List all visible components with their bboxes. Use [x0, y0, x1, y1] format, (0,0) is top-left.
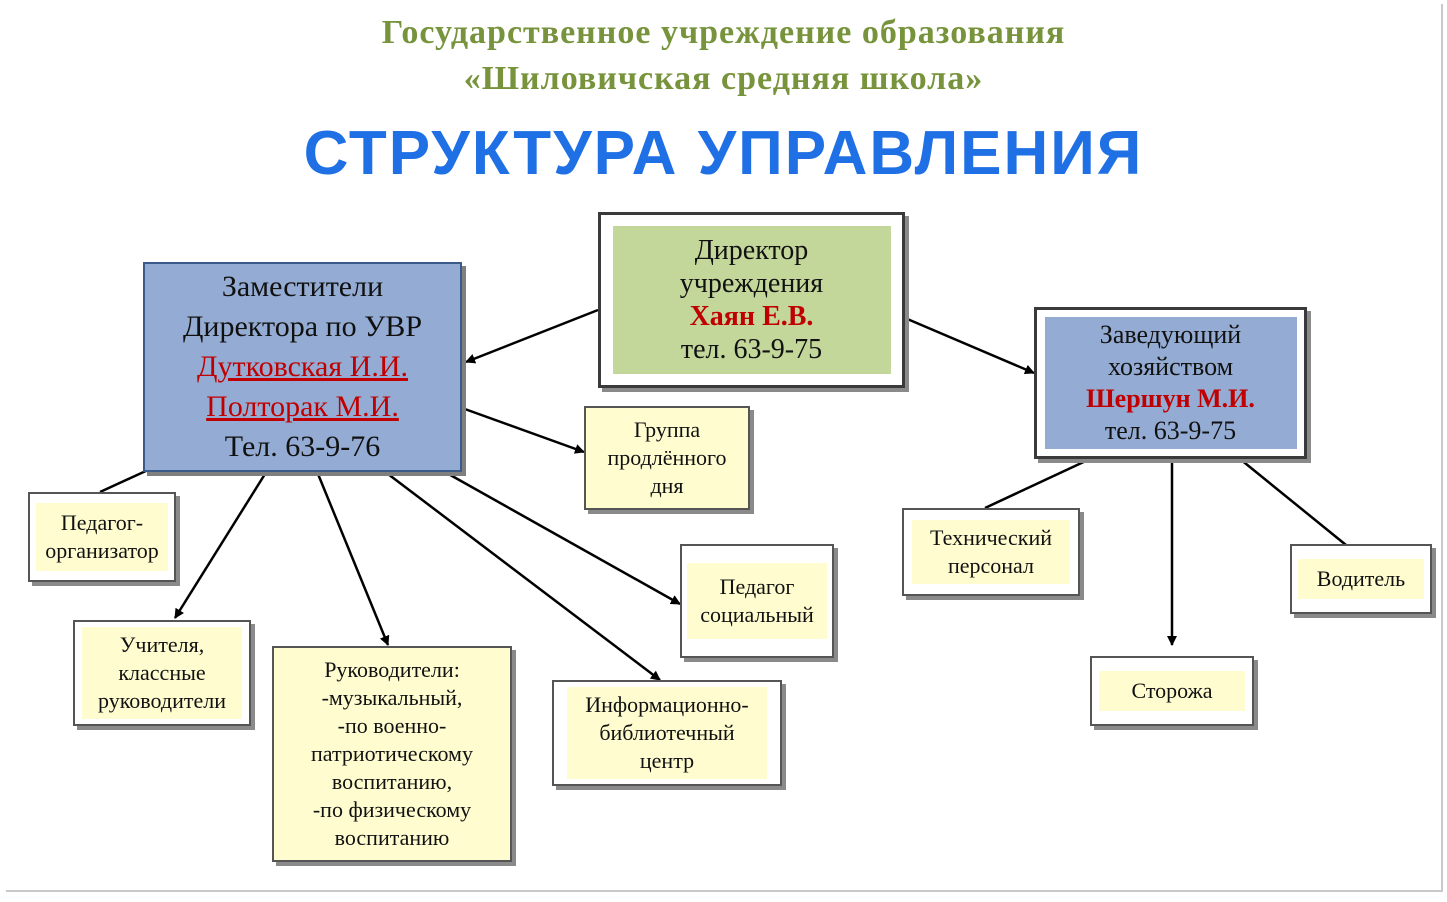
edge-household-driver	[1239, 458, 1347, 546]
director-title-line1: Директор	[694, 235, 809, 266]
library-line-1: Информационно-	[585, 692, 749, 717]
leaders-line-6: -по физическому	[312, 797, 472, 822]
institution-name-line1: Государственное учреждение образования	[381, 14, 1066, 51]
edge-deputies-teachers	[173, 473, 267, 619]
page-frame	[6, 4, 1443, 892]
deputies-title-line1: Заместители	[221, 270, 384, 303]
leaders-line-5: воспитанию,	[331, 769, 453, 794]
extended-day-line-2: продлённого	[607, 445, 727, 470]
social-line-2: социальный	[700, 602, 814, 627]
edge-deputies-library	[387, 473, 661, 681]
teachers-line-3: руководители	[98, 688, 226, 713]
edge-household-technical	[984, 457, 1091, 510]
organizer-line-1: Педагог-	[60, 510, 144, 535]
director-box: Директор учреждения Хаян Е.В. тел. 63-9-…	[598, 212, 905, 388]
watchmen-line-1: Сторожа	[1131, 678, 1213, 703]
household-head-phone: тел. 63-9-75	[1104, 416, 1237, 445]
deputies-phone: Тел. 63-9-76	[224, 430, 381, 463]
institution-name-line2: «Шиловичская средняя школа»	[463, 60, 984, 97]
extended-day-group-box: Группа продлённого дня	[584, 406, 750, 510]
extended-day-line-3: дня	[650, 473, 684, 498]
edge-deputies-organizer	[99, 468, 149, 494]
extended-day-line-1: Группа	[633, 417, 701, 442]
deputy-name-2[interactable]: Полторак М.И.	[206, 390, 399, 423]
household-title-line1: Заведующий	[1099, 320, 1242, 349]
leaders-line-1: Руководители:	[324, 657, 460, 682]
deputies-title-line2: Директора по УВР	[182, 310, 423, 343]
leaders-box: Руководители: -музыкальный, -по военно- …	[272, 646, 512, 862]
edge-deputies-social	[444, 470, 681, 606]
technical-line-1: Технический	[930, 525, 1052, 550]
deputies-box: Заместители Директора по УВР Дутковская …	[143, 262, 462, 472]
pedagogue-organizer-box: Педагог- организатор	[28, 492, 176, 582]
page-title: СТРУКТУРА УПРАВЛЕНИЯ	[303, 119, 1144, 188]
director-title-line2: учреждения	[679, 268, 824, 299]
technical-staff-box: Технический персонал	[902, 508, 1080, 596]
library-line-2: библиотечный	[599, 720, 735, 745]
social-line-1: Педагог	[719, 574, 795, 599]
driver-line-1: Водитель	[1316, 566, 1406, 591]
deputy-name-1[interactable]: Дутковская И.И.	[197, 350, 408, 383]
watchmen-box: Сторожа	[1090, 656, 1254, 726]
edge-deputies-extended-day	[461, 406, 585, 454]
teachers-line-2: классные	[118, 660, 206, 685]
director-name: Хаян Е.В.	[689, 301, 814, 332]
social-pedagogue-box: Педагог социальный	[680, 544, 834, 658]
edge-director-deputies	[465, 308, 599, 364]
library-line-3: центр	[639, 748, 695, 773]
organizer-line-2: организатор	[45, 538, 159, 563]
household-title-line2: хозяйством	[1107, 352, 1234, 381]
leaders-line-7: воспитанию	[334, 825, 450, 850]
technical-line-2: персонал	[947, 553, 1034, 578]
household-head-name: Шершун М.И.	[1086, 384, 1255, 413]
edge-deputies-leaders	[316, 473, 390, 646]
edge-director-household	[904, 316, 1035, 375]
teachers-line-1: Учителя,	[119, 632, 205, 657]
teachers-box: Учителя, классные руководители	[73, 620, 251, 726]
library-center-box: Информационно- библиотечный центр	[552, 680, 782, 786]
leaders-line-4: патриотическому	[311, 741, 473, 766]
household-head-box: Заведующий хозяйством Шершун М.И. тел. 6…	[1034, 307, 1307, 459]
driver-box: Водитель	[1290, 544, 1432, 614]
leaders-line-2: -музыкальный,	[321, 685, 463, 710]
director-phone: тел. 63-9-75	[680, 334, 823, 365]
leaders-line-3: -по военно-	[337, 713, 447, 738]
